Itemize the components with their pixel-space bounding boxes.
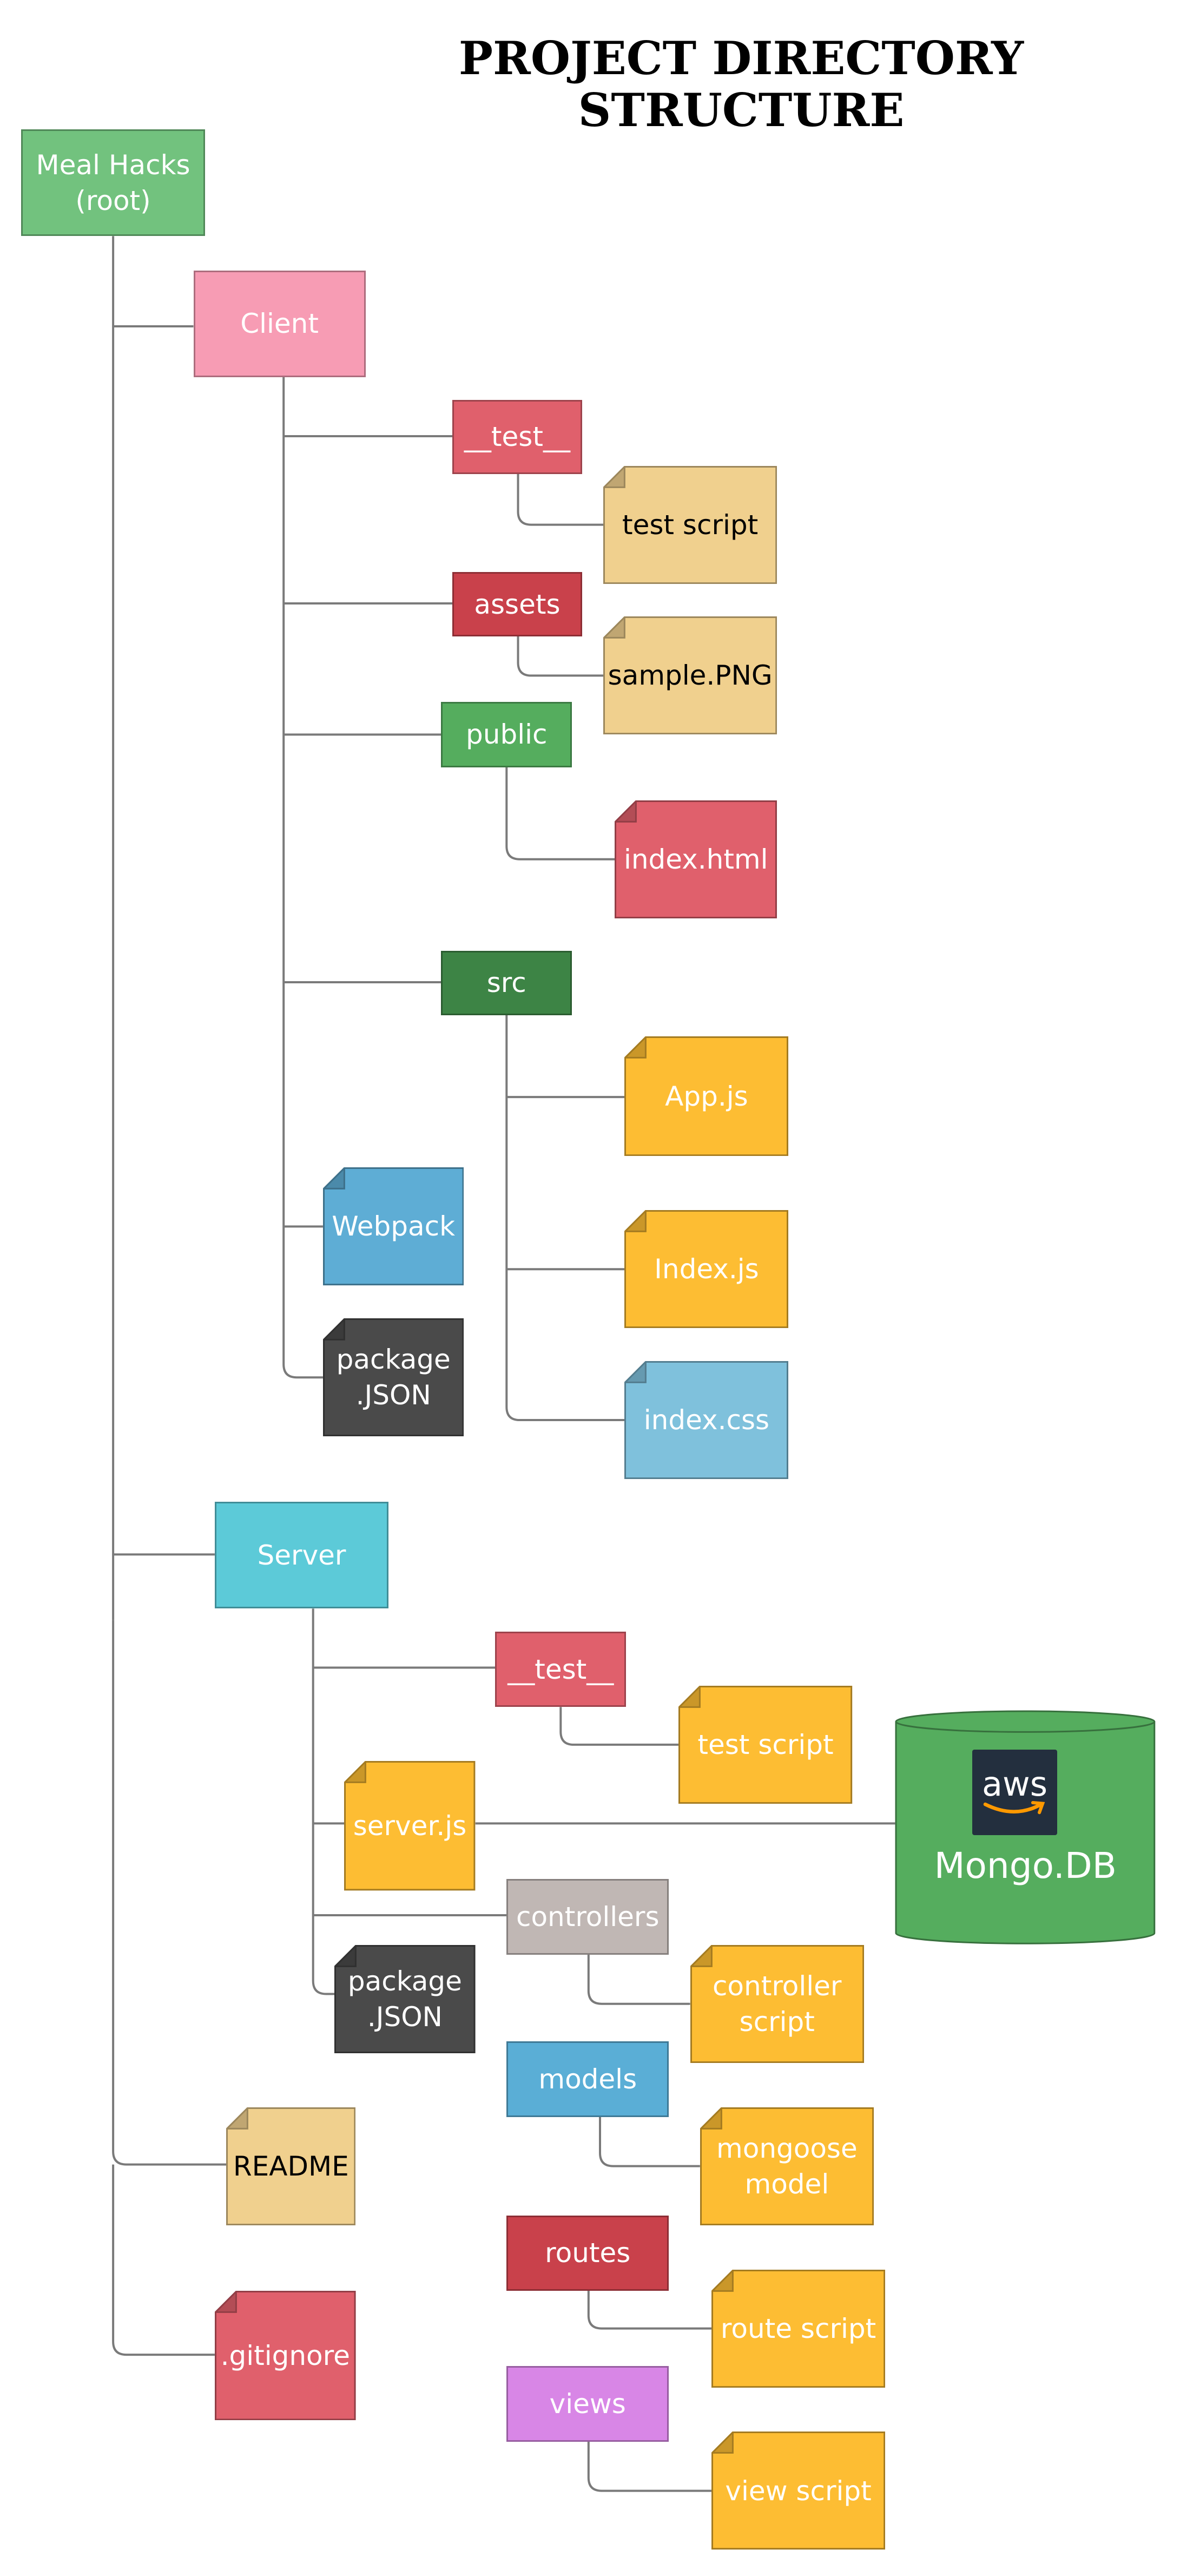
node-index-js: Index.js <box>624 1210 789 1329</box>
node-label: Index.js <box>654 1253 759 1285</box>
file-icon <box>624 1210 789 1329</box>
node-client: Client <box>193 270 366 377</box>
node-label: routes <box>545 2237 631 2269</box>
node-sample-png: sample.PNG <box>603 616 777 735</box>
file-icon <box>344 1761 476 1891</box>
node-label: package .JSON <box>347 1965 462 2033</box>
connector-line <box>559 1707 679 1746</box>
file-icon <box>690 1944 864 2063</box>
file-icon <box>678 1685 853 1804</box>
aws-logo-text: aws <box>982 1764 1048 1804</box>
node-label: view script <box>725 2475 872 2507</box>
node-app-js: App.js <box>624 1036 789 1156</box>
node-label: __test__ <box>507 1653 614 1685</box>
node-public: public <box>441 701 572 768</box>
node-client-test-script: test script <box>603 465 777 584</box>
node-index-html: index.html <box>615 800 777 918</box>
node-label: Client <box>240 308 319 340</box>
node-label: .gitignore <box>220 2340 350 2371</box>
node-label: Webpack <box>332 1211 456 1243</box>
node-label: controller script <box>712 1970 842 2038</box>
connector-line <box>312 1608 335 1995</box>
node-client-test: __test__ <box>452 400 582 474</box>
file-icon <box>322 1318 464 1437</box>
node-label: mongoose model <box>716 2132 858 2200</box>
node-label: public <box>466 719 548 751</box>
file-icon <box>214 2290 356 2421</box>
node-label: assets <box>474 588 561 620</box>
node-label: Server <box>257 1539 346 1571</box>
node-server-js: server.js <box>344 1761 476 1891</box>
file-icon <box>624 1036 789 1156</box>
node-label: models <box>538 2064 637 2095</box>
node-server: Server <box>214 1502 389 1609</box>
connector-line <box>587 1954 690 2005</box>
node-assets: assets <box>452 572 582 636</box>
node-server-test: __test__ <box>495 1631 627 1707</box>
node-index-css: index.css <box>624 1361 789 1480</box>
node-mongoose-model: mongoose model <box>700 2107 874 2225</box>
node-label: server.js <box>353 1810 467 1842</box>
node-gitignore: .gitignore <box>214 2290 356 2421</box>
file-icon <box>711 2432 886 2550</box>
node-view-script: view script <box>711 2432 886 2550</box>
node-label: index.css <box>643 1404 770 1436</box>
file-icon <box>322 1167 464 1286</box>
node-root: Meal Hacks (root) <box>21 129 205 236</box>
connector-line <box>505 767 615 860</box>
node-label: controllers <box>516 1901 660 1933</box>
node-label: __test__ <box>464 421 570 453</box>
file-icon <box>603 465 777 584</box>
connector-line <box>599 2117 700 2167</box>
node-label: views <box>549 2388 626 2420</box>
node-label: route script <box>720 2312 876 2344</box>
connector-line <box>112 2164 215 2356</box>
node-views: views <box>506 2366 669 2442</box>
smile-arrow-icon <box>983 1800 1045 1814</box>
node-controller-script: controller script <box>690 1944 864 2063</box>
node-label: package .JSON <box>336 1344 451 1411</box>
connector-line <box>282 377 323 1379</box>
node-webpack: Webpack <box>322 1167 464 1286</box>
file-icon <box>226 2107 356 2225</box>
file-icon <box>334 1944 476 2053</box>
node-models: models <box>506 2041 669 2117</box>
node-routes: routes <box>506 2215 669 2291</box>
page-title: PROJECT DIRECTORY STRUCTURE <box>458 31 1024 137</box>
connector-line <box>587 2290 711 2330</box>
node-server-package-json: package .JSON <box>334 1944 476 2053</box>
connector-line <box>505 1015 625 1421</box>
file-icon <box>615 800 777 918</box>
node-route-script: route script <box>711 2269 886 2388</box>
node-label: index.html <box>623 843 768 875</box>
aws-logo-icon: aws <box>972 1750 1058 1835</box>
node-label: README <box>233 2150 349 2182</box>
node-client-package-json: package .JSON <box>322 1318 464 1437</box>
node-readme: README <box>226 2107 356 2225</box>
node-label: test script <box>622 509 759 541</box>
file-icon <box>624 1361 789 1480</box>
connector-line <box>112 1620 227 2166</box>
connector-line <box>587 2441 711 2492</box>
file-icon <box>711 2269 886 2388</box>
node-label: src <box>486 967 526 999</box>
node-server-test-script: test script <box>678 1685 853 1804</box>
connector-line <box>517 636 603 677</box>
file-icon <box>700 2107 874 2225</box>
node-label: App.js <box>665 1080 748 1112</box>
node-label: test script <box>697 1729 834 1760</box>
node-label: sample.PNG <box>608 660 773 692</box>
file-icon <box>603 616 777 735</box>
node-controllers: controllers <box>506 1879 669 1955</box>
node-src: src <box>441 951 572 1015</box>
connector-line <box>517 474 603 526</box>
node-label: Meal Hacks (root) <box>36 149 190 216</box>
database-label: Mongo.DB <box>934 1844 1117 1887</box>
